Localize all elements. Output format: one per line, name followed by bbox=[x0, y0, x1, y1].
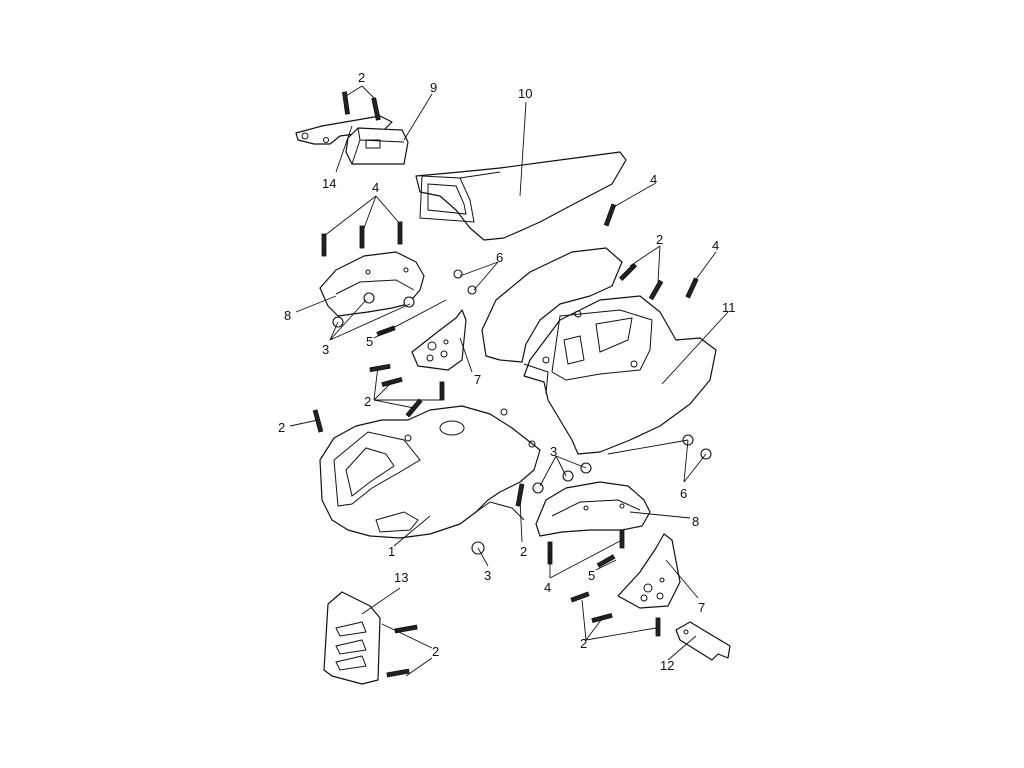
callout-1: 1 bbox=[388, 544, 395, 559]
callout-6-upper: 6 bbox=[496, 250, 503, 265]
callout-4-right: 4 bbox=[712, 238, 719, 253]
leader-lines bbox=[289, 85, 729, 677]
callout-3-lower: 3 bbox=[484, 568, 491, 583]
callout-11: 11 bbox=[722, 300, 736, 315]
callout-5-lower: 5 bbox=[588, 568, 595, 583]
callout-labels: 2 9 10 14 4 4 2 4 6 11 8 5 3 7 2 2 3 6 8… bbox=[278, 70, 736, 673]
callout-5-upper: 5 bbox=[366, 334, 373, 349]
callout-3-middle: 3 bbox=[550, 444, 557, 459]
callout-14: 14 bbox=[322, 176, 336, 191]
callout-7-upper: 7 bbox=[474, 372, 481, 387]
part-1-front-body bbox=[319, 405, 541, 539]
callout-2-left: 2 bbox=[278, 420, 285, 435]
callout-2-upper-right: 2 bbox=[656, 232, 663, 247]
callout-12: 12 bbox=[660, 658, 674, 673]
part-9-box bbox=[345, 127, 409, 165]
part-12-rail bbox=[675, 621, 731, 661]
callout-2-lower-right: 2 bbox=[580, 636, 587, 651]
part-11-rear-body bbox=[481, 247, 717, 455]
callout-10: 10 bbox=[518, 86, 532, 101]
callout-8-right: 8 bbox=[692, 514, 699, 529]
callout-7-lower: 7 bbox=[698, 600, 705, 615]
callout-8-left: 8 bbox=[284, 308, 291, 323]
callout-4-upper-right: 4 bbox=[650, 172, 657, 187]
callout-6-lower: 6 bbox=[680, 486, 687, 501]
callout-2-center: 2 bbox=[520, 544, 527, 559]
callout-3-left: 3 bbox=[322, 342, 329, 357]
screws bbox=[312, 91, 699, 678]
part-8-fender-right bbox=[535, 481, 651, 537]
callout-9: 9 bbox=[430, 80, 437, 95]
callout-4-lower: 4 bbox=[544, 580, 551, 595]
callout-4-upper-left: 4 bbox=[372, 180, 379, 195]
part-7-footrest-lower bbox=[617, 533, 681, 609]
callout-13: 13 bbox=[394, 570, 408, 585]
callout-2-middle: 2 bbox=[364, 394, 371, 409]
callout-2-guard: 2 bbox=[432, 644, 439, 659]
part-13-guard-plate bbox=[323, 591, 381, 685]
callout-2-top: 2 bbox=[358, 70, 365, 85]
part-7-footrest-upper bbox=[411, 309, 467, 371]
part-10-seat bbox=[415, 151, 627, 241]
part-8-fender-left bbox=[319, 251, 425, 328]
